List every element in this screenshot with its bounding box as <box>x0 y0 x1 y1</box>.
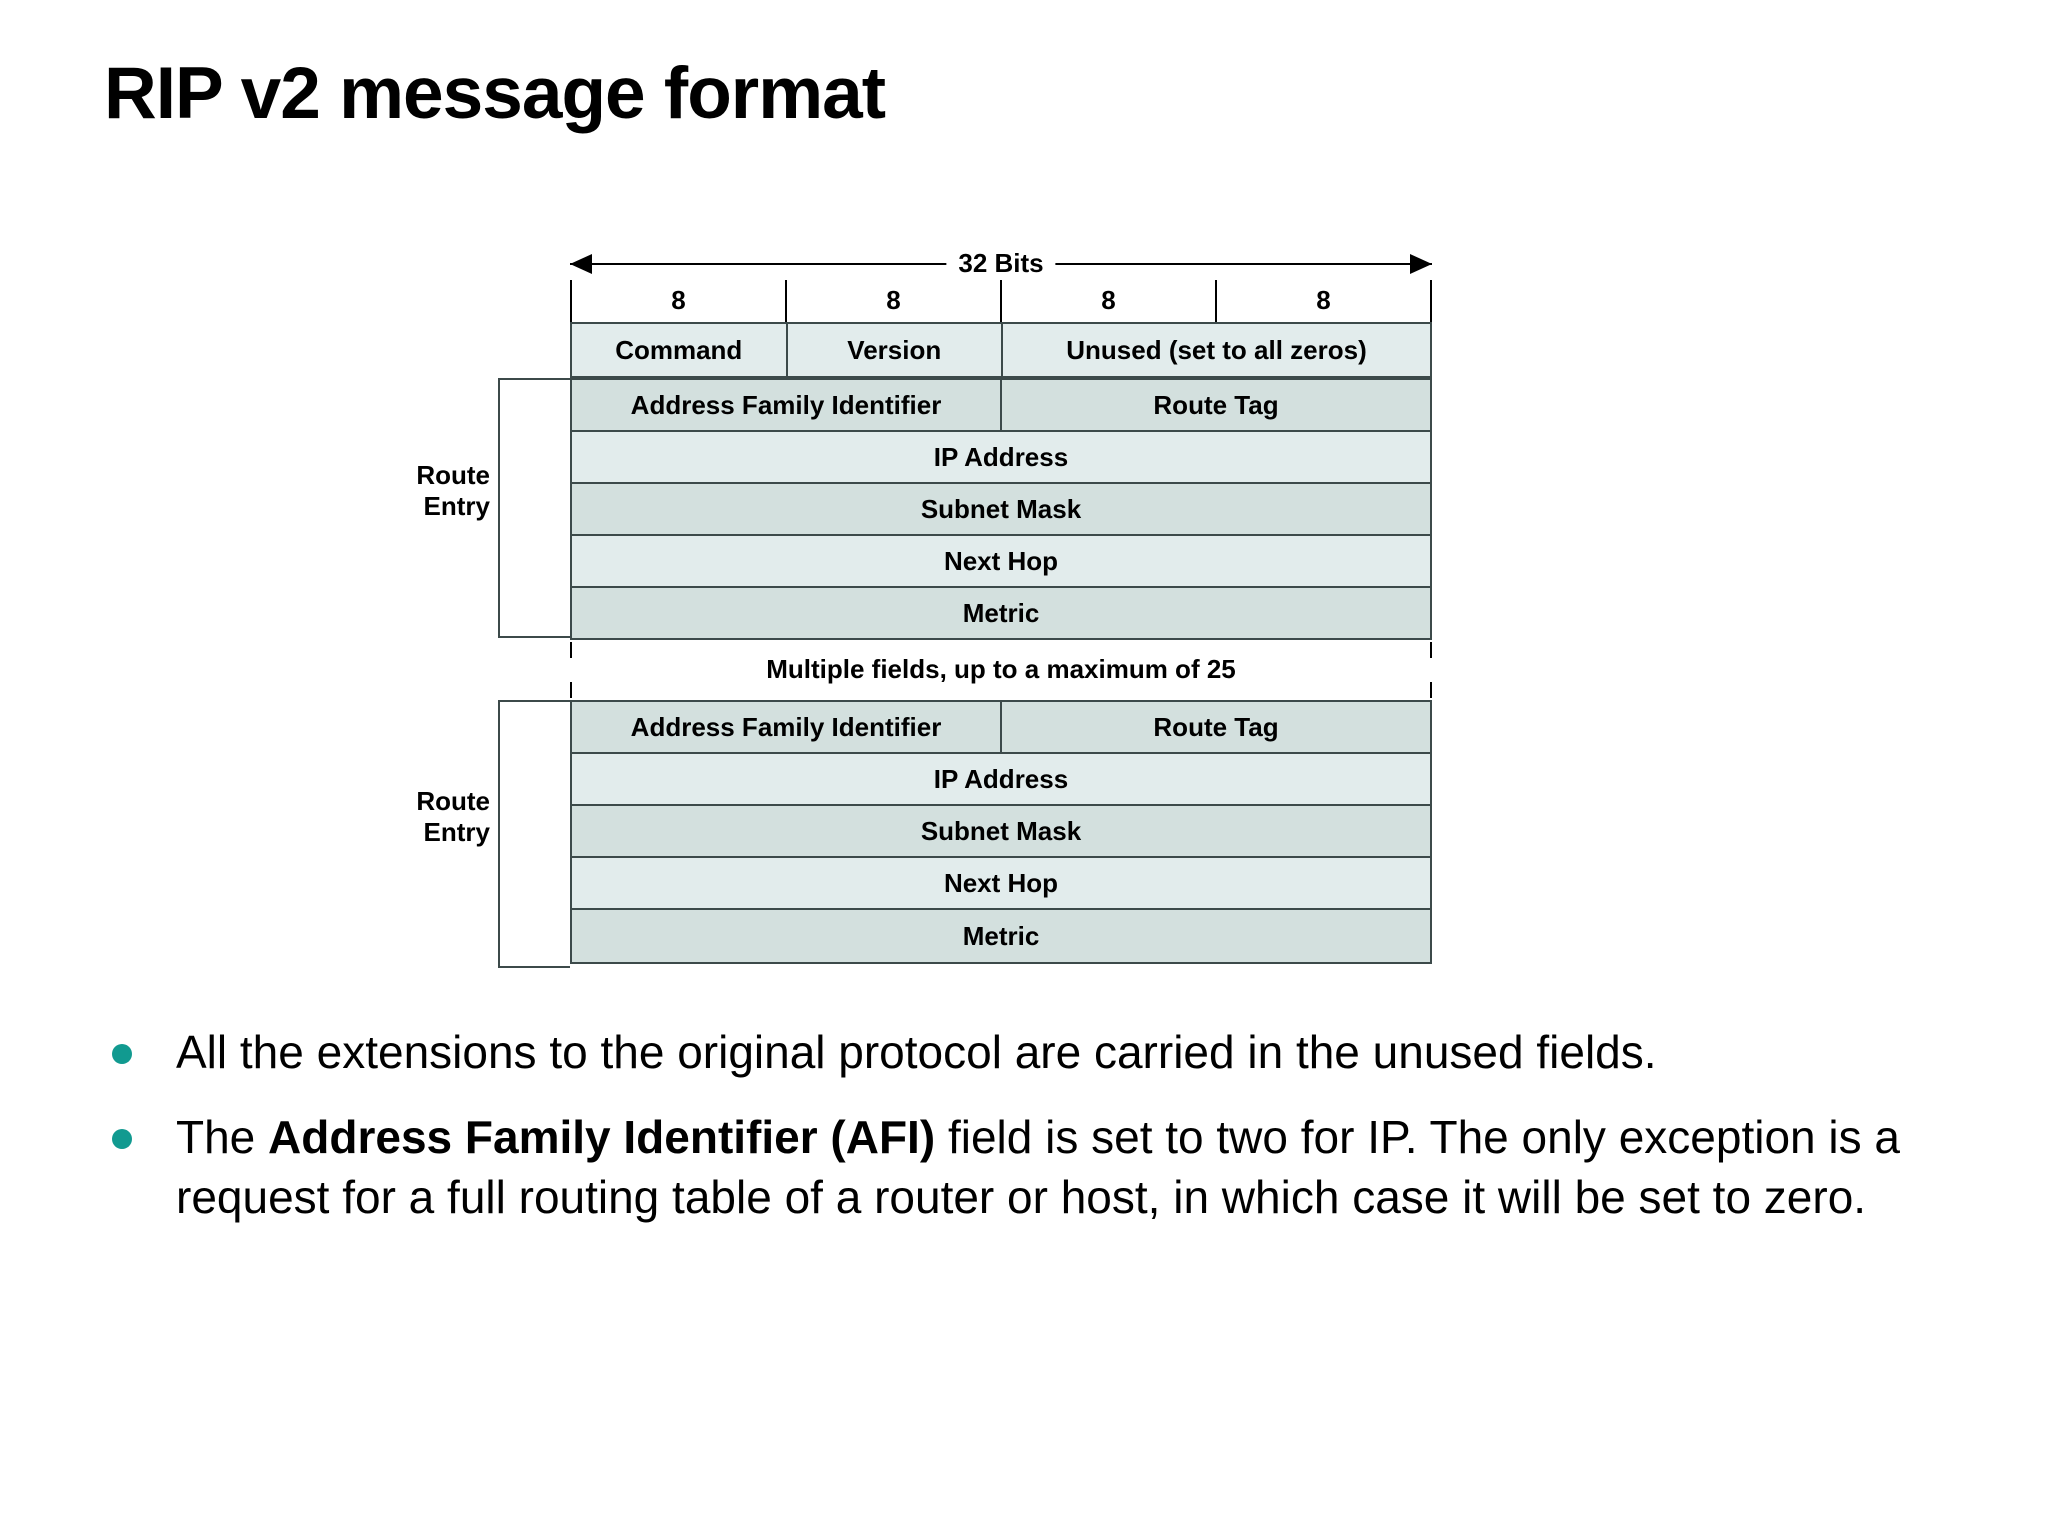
route-entry-table-2: Address Family Identifier Route Tag IP A… <box>570 700 1432 964</box>
route-entry-label-line1: Route <box>416 786 490 816</box>
arrow-right-icon <box>1410 254 1432 274</box>
route-entry-label-line1: Route <box>416 460 490 490</box>
route-entry-label: Route Entry <box>370 786 490 847</box>
route-entry-group-2: Route Entry Address Family Identifier Ro… <box>416 700 1490 968</box>
bullet-text: All the extensions to the original proto… <box>176 1022 1980 1083</box>
bit-width-row: 8 8 8 8 <box>570 280 1432 322</box>
bit-width-cell: 8 <box>1215 280 1430 322</box>
field-next-hop: Next Hop <box>572 536 1430 586</box>
list-item: The Address Family Identifier (AFI) fiel… <box>100 1107 1980 1228</box>
bullet-dot-icon <box>112 1044 132 1064</box>
bits-label: 32 Bits <box>946 248 1056 278</box>
multiple-fields-separator: Multiple fields, up to a maximum of 25 <box>570 640 1432 700</box>
field-next-hop: Next Hop <box>572 858 1430 908</box>
field-afi: Address Family Identifier <box>572 380 1002 430</box>
route-entry-bracket <box>498 378 570 638</box>
rip-v2-packet-diagram: 32 Bits 8 8 8 8 Command Version Unused (… <box>416 248 1490 968</box>
separator-tick <box>570 682 572 698</box>
separator-tick <box>570 642 572 658</box>
bullet-dot-icon <box>112 1128 132 1149</box>
field-metric: Metric <box>572 910 1430 962</box>
route-entry-label-line2: Entry <box>423 490 490 521</box>
bit-width-cell: 8 <box>1000 280 1215 322</box>
field-command: Command <box>572 324 788 376</box>
bit-width-cell: 8 <box>785 280 1000 322</box>
route-entry-table-1: Address Family Identifier Route Tag IP A… <box>570 378 1432 640</box>
table-row: Subnet Mask <box>572 806 1430 858</box>
table-row: Subnet Mask <box>572 484 1430 536</box>
table-row: Metric <box>572 910 1430 962</box>
bullet-text: The Address Family Identifier (AFI) fiel… <box>176 1107 1980 1228</box>
bit-width-arrow: 32 Bits <box>570 248 1432 280</box>
bullet-list: All the extensions to the original proto… <box>100 1022 1980 1252</box>
page-title: RIP v2 message format <box>104 53 886 134</box>
field-subnet-mask: Subnet Mask <box>572 484 1430 534</box>
arrow-left-icon <box>570 254 592 274</box>
field-version: Version <box>787 324 1003 376</box>
table-row: Address Family Identifier Route Tag <box>572 380 1430 432</box>
field-subnet-mask: Subnet Mask <box>572 806 1430 856</box>
bit-width-cell: 8 <box>671 285 686 315</box>
bullet-text-before: The <box>176 1110 269 1163</box>
route-entry-label: Route Entry <box>370 460 490 521</box>
route-entry-bracket <box>498 700 570 968</box>
field-route-tag: Route Tag <box>1002 380 1430 430</box>
table-row: IP Address <box>572 432 1430 484</box>
table-row: Address Family Identifier Route Tag <box>572 702 1430 754</box>
bullet-text-before: All the extensions to the original proto… <box>176 1026 1657 1078</box>
table-row: Next Hop <box>572 858 1430 910</box>
packet-header-table: Command Version Unused (set to all zeros… <box>570 322 1432 378</box>
separator-label: Multiple fields, up to a maximum of 25 <box>766 654 1236 684</box>
field-ip-address: IP Address <box>572 754 1430 804</box>
table-row: Metric <box>572 588 1430 640</box>
field-unused: Unused (set to all zeros) <box>1003 324 1430 376</box>
bullet-text-after: field is set to two for IP. The only exc… <box>176 1110 1900 1224</box>
route-entry-label-line2: Entry <box>423 816 490 847</box>
field-afi: Address Family Identifier <box>572 702 1002 752</box>
route-entry-group-1: Route Entry Address Family Identifier Ro… <box>416 378 1490 640</box>
table-row: Next Hop <box>572 536 1430 588</box>
table-row: IP Address <box>572 754 1430 806</box>
separator-tick <box>1430 642 1432 658</box>
field-ip-address: IP Address <box>572 432 1430 482</box>
list-item: All the extensions to the original proto… <box>100 1022 1980 1083</box>
field-metric: Metric <box>572 588 1430 638</box>
table-row: Command Version Unused (set to all zeros… <box>572 324 1430 376</box>
field-route-tag: Route Tag <box>1002 702 1430 752</box>
separator-tick <box>1430 682 1432 698</box>
bullet-text-bold: Address Family Identifier (AFI) <box>268 1110 936 1163</box>
